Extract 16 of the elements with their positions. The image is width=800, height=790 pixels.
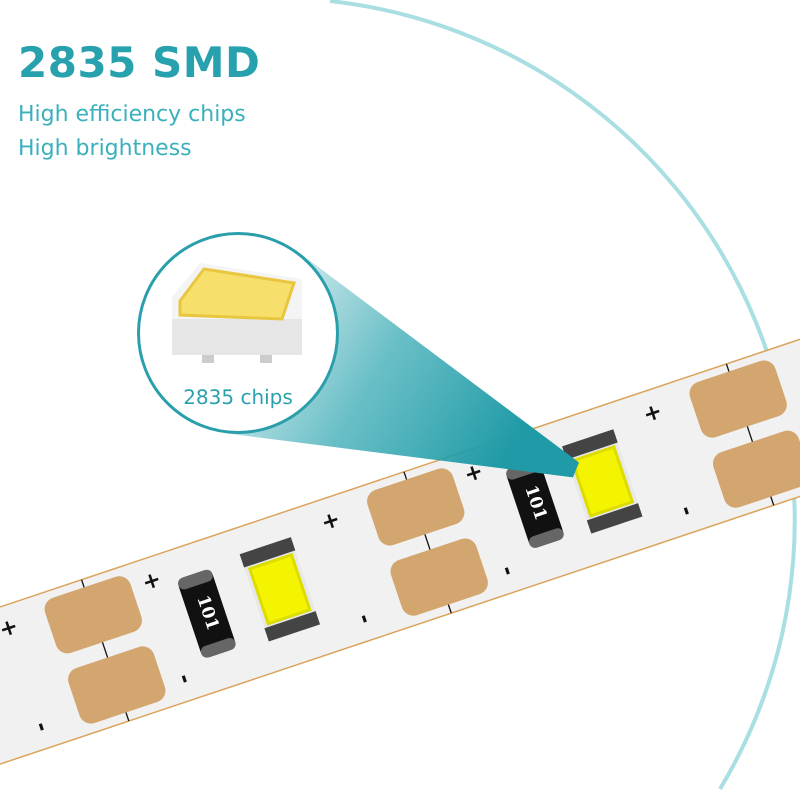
feature-text: High brightness [18, 136, 192, 162]
polarity-mark: + [0, 616, 21, 643]
polarity-mark: - [674, 504, 698, 520]
polarity-mark: - [494, 564, 519, 580]
polarity-mark: - [172, 671, 196, 688]
polarity-mark: - [29, 719, 54, 735]
polarity-mark: + [318, 508, 344, 535]
title: 2835 SMD [18, 40, 260, 86]
resistor-code: 101 [520, 483, 548, 523]
feature-text: High efficiency chips [18, 102, 246, 128]
polarity-mark: + [462, 460, 486, 487]
polarity-mark: - [352, 611, 376, 628]
polarity-mark: + [140, 568, 164, 595]
polarity-mark: + [641, 400, 666, 428]
chip-caption: 2835 chips [183, 385, 293, 409]
resistor-code: 101 [192, 593, 220, 632]
